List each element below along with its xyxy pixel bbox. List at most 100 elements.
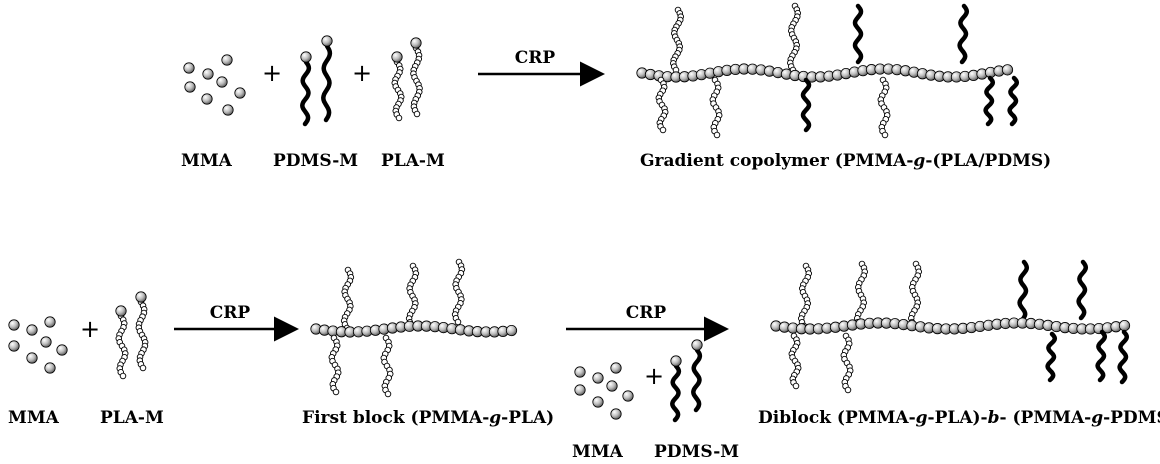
pdms-backbone	[1007, 75, 1020, 127]
vinyl-end-group	[115, 305, 127, 317]
pdms-chain	[1045, 331, 1058, 383]
mma-bead	[184, 81, 196, 93]
plus-sign: +	[644, 362, 664, 390]
pdms-backbone	[300, 59, 312, 127]
mma-bead	[26, 352, 38, 364]
gradient-copolymer-structure	[636, 2, 1020, 139]
pdms-backbone	[852, 3, 864, 65]
pdms-backbone	[1017, 259, 1030, 323]
pdms-chain	[321, 35, 333, 123]
pla-bead	[844, 386, 852, 394]
pdms-backbone	[321, 43, 333, 123]
pla-bead	[713, 131, 721, 139]
pla-chain	[380, 334, 394, 398]
label-diblock: Diblock (PMMA-g-PLA)-b- (PMMA-g-PDMS)	[758, 408, 1160, 428]
mma-bead	[202, 68, 214, 80]
mma-bead	[592, 396, 604, 408]
mma-bead	[222, 104, 234, 116]
pdms-chain	[670, 355, 682, 423]
vinyl-end-group	[300, 51, 312, 63]
diblock-copolymer-structure	[770, 259, 1131, 394]
label-mma: MMA	[572, 442, 624, 462]
label-pdms-m: PDMS-M	[654, 442, 739, 462]
mma-bead	[183, 62, 195, 74]
pmma-bead	[505, 324, 518, 337]
label-pdms-m: PDMS-M	[273, 151, 358, 171]
pla-chain	[908, 260, 923, 330]
pla-chain	[328, 334, 342, 396]
pla-chain	[451, 258, 466, 326]
mma-bead	[44, 316, 56, 328]
plus-sign: +	[352, 59, 372, 87]
mma-bead	[216, 76, 228, 88]
pmma-backbone	[636, 63, 1014, 83]
pdms-backbone	[983, 75, 996, 127]
pmma-bead	[1118, 320, 1131, 332]
pdms-backbone	[1117, 329, 1130, 385]
pla-bead	[384, 390, 392, 398]
pdms-chain	[1017, 259, 1030, 323]
pdms-backbone	[800, 77, 812, 133]
pla-chain	[135, 291, 149, 372]
pdms-chain	[691, 339, 703, 413]
mma-bead	[201, 93, 213, 105]
pla-chain	[340, 266, 355, 332]
arrow-label-crp: CRP	[515, 48, 556, 68]
pla-chain	[840, 332, 854, 394]
label-pla-m: PLA-M	[100, 408, 164, 428]
pdms-chain	[957, 3, 970, 65]
reagent-pdms-macromonomers	[670, 339, 703, 423]
mma-bead	[44, 362, 56, 374]
pla-bead	[119, 372, 127, 380]
pla-bead	[792, 382, 800, 390]
vinyl-end-group	[391, 51, 403, 63]
pla-chain	[788, 332, 802, 390]
row1-mma-monomers	[183, 54, 246, 116]
mma-bead	[622, 390, 634, 402]
pdms-chain	[852, 3, 864, 65]
mma-bead	[234, 87, 246, 99]
mma-bead	[606, 380, 618, 392]
vinyl-end-group	[321, 35, 333, 47]
arrow-label-crp: CRP	[626, 303, 667, 323]
mma-bead	[56, 344, 68, 356]
label-mma: MMA	[8, 408, 60, 428]
pdms-backbone	[1045, 331, 1058, 383]
mma-bead	[40, 336, 52, 348]
vinyl-end-group	[670, 355, 682, 367]
mma-bead	[26, 324, 38, 336]
pla-bead	[413, 110, 421, 118]
pmma-bead	[1001, 64, 1014, 76]
pdms-backbone	[670, 363, 682, 423]
pla-chain	[798, 262, 813, 330]
reagent-mma-monomers	[574, 362, 634, 420]
pdms-backbone	[1095, 329, 1108, 383]
pdms-backbone	[691, 347, 703, 413]
arrow-label-crp: CRP	[210, 303, 251, 323]
pdms-chain	[983, 75, 996, 127]
plus-sign: +	[80, 315, 100, 343]
vinyl-end-group	[410, 37, 422, 49]
pla-chain	[877, 76, 891, 139]
mma-bead	[610, 408, 622, 420]
mma-bead	[8, 319, 20, 331]
pla-chain	[410, 37, 423, 118]
row2-pla-macromonomers	[115, 291, 149, 380]
pla-chain	[391, 51, 405, 122]
vinyl-end-group	[691, 339, 703, 351]
mma-bead	[574, 366, 586, 378]
pdms-backbone	[957, 3, 970, 65]
pla-chain	[655, 76, 669, 134]
pdms-chain	[300, 51, 312, 127]
pla-bead	[454, 318, 462, 326]
pmma-backbone	[310, 320, 518, 338]
pla-bead	[881, 131, 889, 139]
label-mma: MMA	[181, 151, 233, 171]
vinyl-end-group	[135, 291, 147, 303]
mma-bead	[8, 340, 20, 352]
pla-bead	[395, 114, 403, 122]
row1-pla-macromonomers	[391, 37, 423, 122]
pdms-chain	[1007, 75, 1020, 127]
mma-bead	[610, 362, 622, 374]
